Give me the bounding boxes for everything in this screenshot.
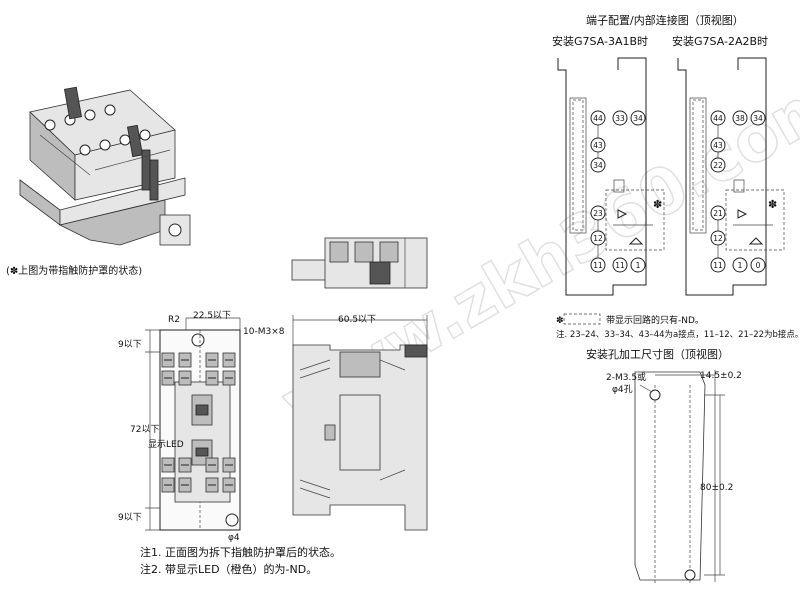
front-dim-width: 22.5以下 bbox=[193, 311, 231, 321]
left-terminal-label: 34 bbox=[593, 161, 603, 170]
right-outline bbox=[677, 57, 767, 296]
left-terminal-label: 11 bbox=[593, 261, 603, 270]
right-terminal-label: 22 bbox=[713, 161, 723, 170]
mounting-hole-label-2: φ4孔 bbox=[612, 384, 633, 395]
socket-perspective-drawing bbox=[19, 86, 191, 246]
right-led bbox=[748, 237, 764, 245]
right-terminal-circle bbox=[732, 257, 748, 273]
terminal-legend-text: 带显示回路的只有-ND。 bbox=[606, 314, 704, 326]
left-diode bbox=[617, 209, 628, 219]
right-relay-inner bbox=[692, 99, 704, 231]
right-coil bbox=[733, 179, 745, 193]
right-terminal-label: 0 bbox=[756, 261, 761, 270]
mounting-width-dim: 14.5±0.2 bbox=[700, 371, 742, 381]
left-coil bbox=[613, 179, 625, 193]
right-terminal-label: 43 bbox=[713, 141, 723, 150]
right-indicator-box bbox=[725, 189, 785, 251]
right-terminal-label: 1 bbox=[738, 261, 743, 270]
mounting-drawing bbox=[634, 370, 725, 585]
note-2: 注2. 带显示LED（橙色）的为-ND。 bbox=[140, 562, 317, 576]
right-relay-body bbox=[689, 97, 707, 234]
right-terminal-label: 21 bbox=[713, 209, 723, 218]
socket-top-view bbox=[291, 237, 428, 289]
terminal-note: 注. 23–24、33–34、43–44为a接点，11–12、21–22为b接点… bbox=[556, 329, 800, 340]
front-view-drawing bbox=[145, 317, 241, 531]
front-dim-bottom: 9以下 bbox=[118, 513, 142, 523]
front-terminal-grid bbox=[161, 352, 236, 493]
right-terminal-label: 12 bbox=[713, 234, 723, 243]
note-1: 注1. 正面图为拆下指触防护罩后的状态。 bbox=[140, 545, 341, 559]
mounting-height-dim: 80±0.2 bbox=[700, 483, 733, 493]
terminal-legend-star: ✽ bbox=[556, 316, 564, 326]
terminal-legend-box bbox=[563, 313, 601, 325]
left-terminal-label: 23 bbox=[593, 209, 603, 218]
side-dim-depth: 60.5以下 bbox=[338, 315, 376, 325]
terminal-right-star: ✽ bbox=[768, 198, 777, 211]
left-relay-inner bbox=[572, 99, 584, 231]
left-terminal-label: 34 bbox=[633, 114, 643, 123]
left-outline bbox=[557, 57, 647, 296]
left-terminal-circle bbox=[612, 110, 628, 126]
right-diode bbox=[737, 209, 748, 219]
terminal-left-caption: 安装G7SA-3A1B时 bbox=[552, 34, 648, 48]
mounting-title: 安装孔加工尺寸图（顶视图） bbox=[586, 347, 729, 361]
right-terminal-label: 34 bbox=[753, 114, 763, 123]
terminal-left-star: ✽ bbox=[653, 198, 662, 211]
front-dim-top: 9以下 bbox=[118, 340, 142, 350]
left-terminal-label: 1 bbox=[636, 261, 641, 270]
left-terminal-label: 44 bbox=[593, 114, 603, 123]
left-terminal-label: 12 bbox=[593, 234, 603, 243]
front-dim-hole-dia: φ4 bbox=[228, 533, 240, 543]
left-terminal-label: 33 bbox=[615, 114, 625, 123]
right-terminal-label: 38 bbox=[735, 114, 745, 123]
left-terminal-circle bbox=[630, 257, 646, 273]
left-terminal-label: 11 bbox=[615, 261, 625, 270]
right-terminal-label: 44 bbox=[713, 114, 723, 123]
perspective-caption: (✽上图为带指触防护罩的状态) bbox=[6, 264, 142, 277]
terminal-diagram-title: 端子配置/内部连接图（顶视图） bbox=[586, 13, 744, 27]
front-led-label: 显示LED bbox=[148, 439, 184, 450]
side-view-drawing bbox=[292, 315, 428, 531]
front-dim-holes: 10-M3×8 bbox=[243, 327, 285, 337]
left-relay-body bbox=[569, 97, 587, 234]
right-terminal-circle bbox=[750, 257, 766, 273]
terminal-right-caption: 安装G7SA-2A2B时 bbox=[672, 34, 768, 48]
mounting-hole-label: 2-M3.5或 bbox=[606, 371, 646, 383]
left-terminal-circle bbox=[612, 257, 628, 273]
right-terminal-circle bbox=[750, 110, 766, 126]
front-dim-r2: R2 bbox=[168, 315, 180, 325]
left-terminal-circle bbox=[630, 110, 646, 126]
front-dim-height: 72以下 bbox=[130, 425, 159, 435]
left-terminal-label: 43 bbox=[593, 141, 603, 150]
left-led bbox=[628, 237, 644, 245]
right-terminal-label: 11 bbox=[713, 261, 723, 270]
left-indicator-box bbox=[605, 189, 665, 251]
right-terminal-circle bbox=[732, 110, 748, 126]
